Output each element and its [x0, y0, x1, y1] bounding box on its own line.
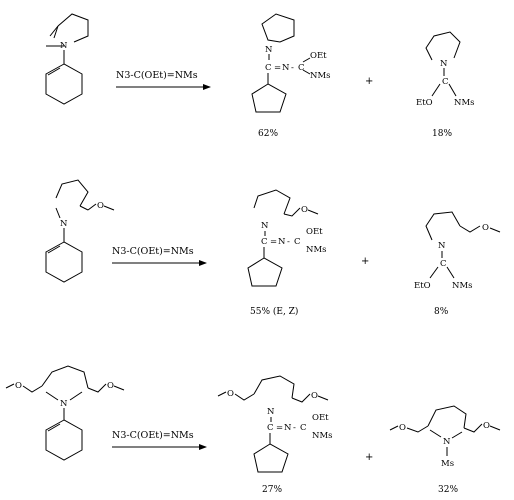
- product-2: N C EtO NMs 18%: [416, 31, 475, 139]
- reactant-3: O O N: [5, 365, 125, 461]
- yield-label: 27%: [262, 485, 282, 495]
- row-3: O O N N3-C(OEt)=NMs O O N C = N: [5, 365, 501, 495]
- c-atom: C: [298, 63, 305, 73]
- product-1: O N C = N - C OEt NMs 55% (E, Z): [247, 189, 327, 317]
- bond-dash: -: [291, 63, 294, 73]
- reactant-1: N: [45, 13, 89, 105]
- n-atom: N: [278, 237, 286, 247]
- n-atom: N: [265, 45, 273, 55]
- nms-group: NMs: [310, 71, 331, 81]
- reagent-label: N3-C(OEt)=NMs: [112, 430, 194, 441]
- c-atom: C: [261, 237, 268, 247]
- plus-sign: +: [365, 76, 373, 87]
- o-atom: O: [399, 423, 406, 433]
- yield-label: 55% (E, Z): [250, 306, 298, 317]
- n-atom: N: [282, 63, 290, 73]
- o-atom: O: [311, 391, 318, 401]
- n-atom: N: [440, 59, 448, 69]
- o-atom: O: [227, 389, 234, 399]
- plus-sign: +: [361, 256, 369, 267]
- o-atom: O: [301, 205, 308, 215]
- n-atom: N: [284, 423, 292, 433]
- n-atom: N: [267, 407, 275, 417]
- nms-group: NMs: [452, 281, 473, 291]
- o-atom: O: [482, 223, 489, 233]
- plus-sign: +: [365, 452, 373, 463]
- product-1: O O N C = N - C OEt NMs 27%: [217, 375, 333, 495]
- yield-label: 18%: [432, 129, 452, 139]
- row-2: O N N3-C(OEt)=NMs O N C = N - C OEt NMs: [45, 179, 501, 317]
- o-atom: O: [97, 201, 104, 211]
- product-2: O N C EtO NMs 8%: [414, 211, 501, 317]
- c-atom: C: [294, 237, 301, 247]
- yield-label: 62%: [258, 129, 278, 139]
- product-1: N C = N - C OEt NMs 62%: [251, 13, 331, 139]
- n-atom: N: [443, 437, 451, 447]
- n-atom: N: [60, 41, 68, 51]
- n-atom: N: [438, 241, 446, 251]
- n-atom: N: [60, 399, 68, 409]
- bond-dash: -: [293, 423, 296, 433]
- c-atom: C: [442, 77, 449, 87]
- oet-group: OEt: [312, 413, 329, 423]
- product-2: O O N Ms 32%: [389, 405, 501, 495]
- eto-group: EtO: [414, 281, 431, 291]
- nms-group: NMs: [312, 431, 333, 441]
- reagent-label: N3-C(OEt)=NMs: [112, 246, 194, 257]
- c-atom: C: [267, 423, 274, 433]
- ms-group: Ms: [441, 459, 454, 469]
- c-atom: C: [300, 423, 307, 433]
- yield-label: 32%: [438, 485, 458, 495]
- nms-group: NMs: [306, 245, 327, 255]
- reactant-2: O N: [45, 179, 115, 283]
- o-atom: O: [15, 381, 22, 391]
- oet-group: OEt: [306, 227, 323, 237]
- yield-label: 8%: [434, 307, 449, 317]
- n-atom: N: [261, 221, 269, 231]
- c-atom: C: [265, 63, 272, 73]
- double-bond: =: [274, 63, 281, 73]
- oet-group: OEt: [310, 51, 327, 61]
- c-atom: C: [440, 259, 447, 269]
- o-atom: O: [483, 421, 490, 431]
- bond-dash: -: [287, 237, 290, 247]
- double-bond: =: [270, 237, 277, 247]
- row-1: N N3-C(OEt)=NMs N C = N - C OEt NMs 62% …: [45, 13, 475, 139]
- o-atom: O: [107, 381, 114, 391]
- eto-group: EtO: [416, 98, 433, 108]
- n-atom: N: [60, 219, 68, 229]
- nms-group: NMs: [454, 98, 475, 108]
- double-bond: =: [276, 423, 283, 433]
- reagent-label: N3-C(OEt)=NMs: [116, 70, 198, 81]
